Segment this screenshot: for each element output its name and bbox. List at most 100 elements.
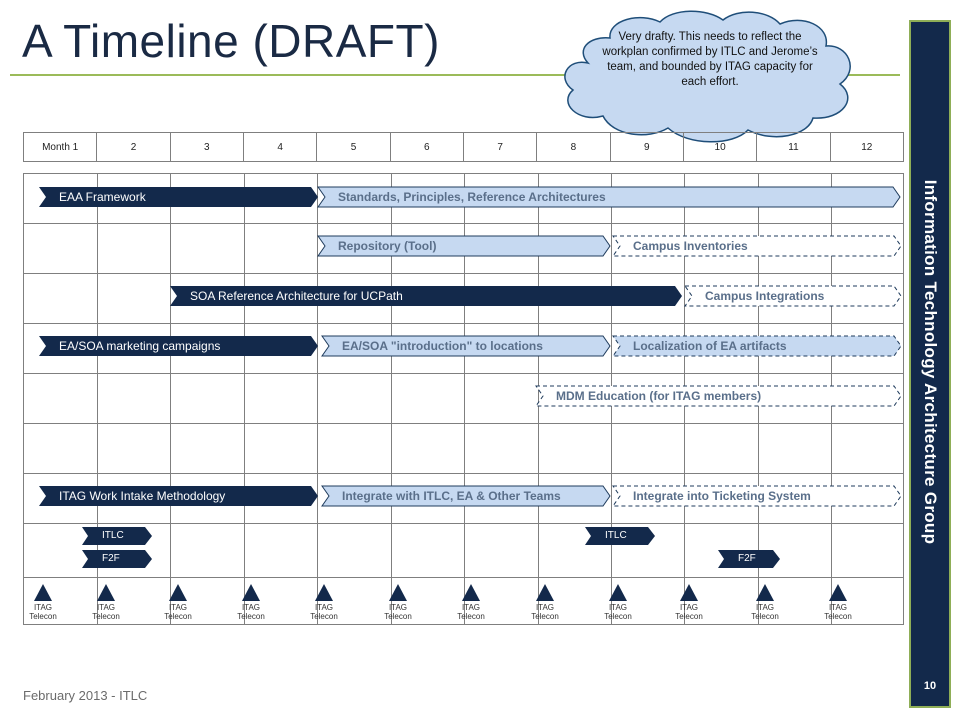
triangle-icon (609, 584, 627, 601)
triangle-icon (462, 584, 480, 601)
month-header: 6 (389, 133, 463, 161)
triangle-icon (829, 584, 847, 601)
bar-ea-soa-intro: EA/SOA "introduction" to locations (321, 335, 611, 357)
bar-label: EAA Framework (59, 190, 146, 204)
bar-label: EA/SOA "introduction" to locations (342, 339, 543, 353)
bar-ea-soa-marketing: EA/SOA marketing campaigns (39, 336, 318, 356)
cloud-note-text: Very drafty. This needs to reflect the w… (602, 31, 818, 88)
grid-hline (24, 577, 903, 578)
bar-standards: Standards, Principles, Reference Archite… (317, 186, 901, 208)
month-header: 12 (829, 133, 903, 161)
sidebar-banner: Information Technology Architecture Grou… (909, 20, 951, 708)
month-header: 9 (609, 133, 683, 161)
bar-mdm-education: MDM Education (for ITAG members) (535, 385, 902, 407)
month-header: 2 (96, 133, 169, 161)
month-header: 4 (242, 133, 316, 161)
month-header: 3 (169, 133, 243, 161)
bar-label: Repository (Tool) (338, 239, 437, 253)
page-number: 10 (923, 680, 937, 692)
bar-campus-inventories: Campus Inventories (612, 235, 902, 257)
bar-label: SOA Reference Architecture for UCPath (190, 289, 403, 303)
bar-label: MDM Education (for ITAG members) (556, 389, 762, 403)
bar-soa-reference: SOA Reference Architecture for UCPath (170, 286, 682, 306)
month-header: 11 (756, 133, 829, 161)
grid-hline (24, 473, 903, 474)
bar-label: Integrate into Ticketing System (633, 489, 811, 503)
page-title: A Timeline (DRAFT) (22, 15, 440, 67)
triangle-icon (389, 584, 407, 601)
month-header: 7 (462, 133, 536, 161)
triangle-icon (756, 584, 774, 601)
meeting-label: ITLC (102, 530, 124, 541)
bar-label: Localization of EA artifacts (633, 339, 787, 353)
meeting-label: F2F (738, 553, 756, 564)
thought-cloud-note: Very drafty. This needs to reflect the w… (548, 8, 870, 148)
month-header-row: Month 1 2 3 4 5 6 7 8 9 10 11 12 (23, 132, 904, 162)
grid-vline (464, 174, 465, 624)
grid-vline (170, 174, 171, 624)
triangle-icon (536, 584, 554, 601)
footer-date: February 2013 - ITLC (23, 688, 148, 703)
month-header: 10 (682, 133, 756, 161)
month-header: Month 1 (42, 141, 79, 153)
grid-vline (317, 174, 318, 624)
meeting-itlc: ITLC (82, 527, 152, 545)
grid-hline (24, 523, 903, 524)
sidebar-title: Information Technology Architecture Grou… (921, 179, 940, 545)
grid-hline (24, 423, 903, 424)
meeting-f2f: F2F (82, 550, 152, 568)
bar-label: Standards, Principles, Reference Archite… (338, 190, 606, 204)
bar-eaa-framework: EAA Framework (39, 187, 318, 207)
bar-label: EA/SOA marketing campaigns (59, 339, 221, 353)
grid-hline (24, 323, 903, 324)
grid-hline (24, 273, 903, 274)
triangle-icon (315, 584, 333, 601)
triangle-icon (680, 584, 698, 601)
month-header: 5 (316, 133, 389, 161)
triangle-icon (242, 584, 260, 601)
bar-repository: Repository (Tool) (317, 235, 611, 257)
triangle-icon (169, 584, 187, 601)
triangle-icon (34, 584, 52, 601)
bar-campus-integrations: Campus Integrations (684, 285, 902, 307)
bar-integrate-itlc: Integrate with ITLC, EA & Other Teams (321, 485, 611, 507)
bar-itag-work-intake: ITAG Work Intake Methodology (39, 486, 318, 506)
triangle-icon (97, 584, 115, 601)
bar-label: Campus Integrations (705, 289, 825, 303)
month-header: 8 (536, 133, 609, 161)
meeting-label: ITLC (605, 530, 627, 541)
bar-localization: Localization of EA artifacts (612, 335, 902, 357)
grid-hline (24, 373, 903, 374)
grid-vline (391, 174, 392, 624)
grid-vline (538, 174, 539, 624)
bar-label: Campus Inventories (633, 239, 748, 253)
grid-vline (97, 174, 98, 624)
meeting-itlc: ITLC (585, 527, 655, 545)
meeting-label: F2F (102, 553, 120, 564)
meeting-f2f: F2F (718, 550, 780, 568)
title-underline (10, 74, 900, 76)
